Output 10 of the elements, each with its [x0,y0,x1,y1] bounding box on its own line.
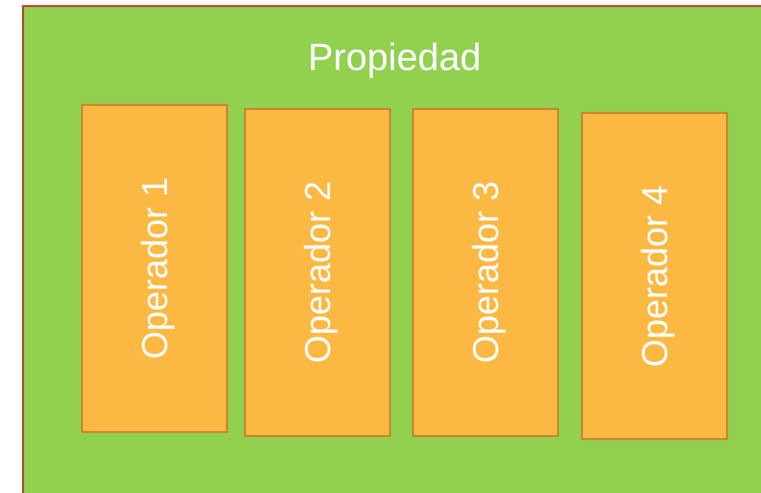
operator-box [81,104,228,433]
operator-box [581,112,728,440]
operator-label: Operador 4 [636,184,672,368]
operator-label: Operador 3 [468,181,504,364]
operator-box [244,108,391,437]
container-box [22,5,761,493]
operator-label: Operador 2 [300,181,336,364]
operator-box [412,108,559,437]
container-title: Propiedad [306,39,482,77]
operator-label: Operador 1 [136,177,172,360]
